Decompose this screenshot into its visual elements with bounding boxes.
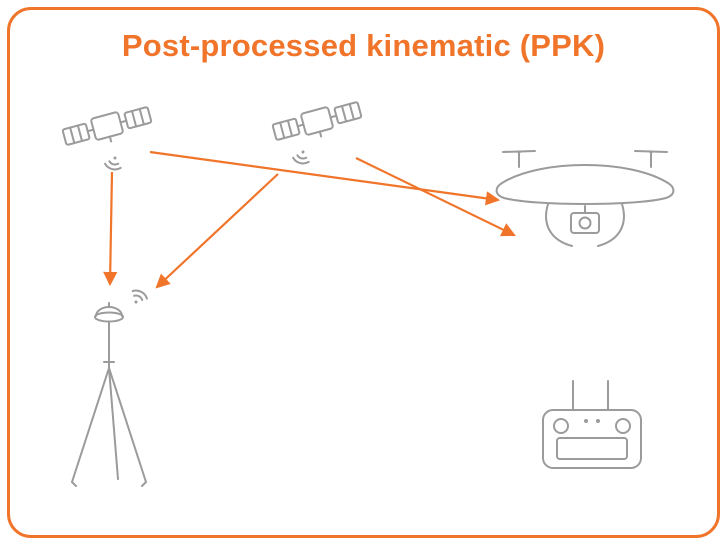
remote-controller-icon: [542, 380, 642, 469]
signal-waves-icon: [292, 150, 310, 165]
base-station-tripod-icon: [71, 302, 147, 487]
signal-waves-icon: [104, 156, 122, 171]
signal-arrows: [103, 150, 516, 289]
arrow-satellite-center-to-drone: [355, 157, 516, 237]
diagram-title: Post-processed kinematic (PPK): [121, 28, 606, 63]
gnss-satellite-icon: [61, 106, 153, 146]
arrow-satellite-left-to-base-station: [103, 171, 118, 287]
signal-waves-icon: [131, 289, 148, 304]
drone-icon: [495, 150, 675, 247]
arrow-satellite-center-to-base-station: [155, 173, 279, 289]
arrow-satellite-left-to-drone: [149, 150, 501, 206]
gnss-satellite-icon: [271, 101, 363, 141]
